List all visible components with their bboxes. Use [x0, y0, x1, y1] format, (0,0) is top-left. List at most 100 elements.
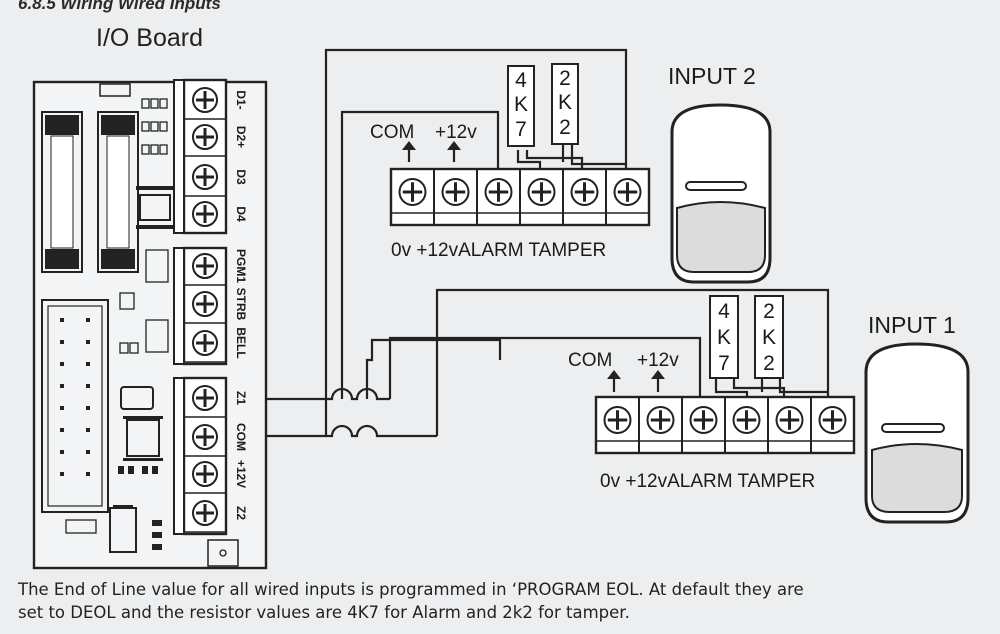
resistor-char: 7 — [718, 352, 730, 375]
screw-terminal-icon — [192, 330, 218, 356]
header-pin — [60, 318, 64, 322]
header-pin — [86, 384, 90, 388]
input2-com-arrow-icon — [402, 141, 416, 150]
header-pin — [86, 450, 90, 454]
resistor-char: 2 — [763, 300, 775, 323]
header-pin — [60, 384, 64, 388]
wires — [266, 48, 830, 438]
resistor-char: 4 — [515, 69, 527, 92]
screw-terminal-icon — [192, 201, 218, 227]
screw-terminal-icon — [192, 291, 218, 317]
fuse-left — [41, 111, 83, 273]
board-terminal-block-edge — [173, 247, 185, 365]
header-pin — [60, 362, 64, 366]
header-pin — [60, 406, 64, 410]
board-small-components — [65, 98, 171, 553]
input2-resistor-2k2: 2 K 2 — [551, 63, 579, 145]
input1-com-arrow-icon — [607, 370, 621, 379]
screw-terminal-icon — [192, 385, 218, 411]
resistor-char: K — [717, 326, 731, 349]
screw-terminal-icon — [527, 178, 556, 206]
header-pin — [86, 318, 90, 322]
pin-header — [41, 299, 109, 513]
resistor-char: K — [558, 91, 572, 114]
input1-com-label: COM — [568, 350, 612, 371]
board-terminal-label: D3 — [234, 169, 248, 185]
screw-terminal-icon — [441, 178, 470, 206]
screw-terminal-icon — [192, 164, 218, 190]
resistor-char: 2 — [763, 352, 775, 375]
board-terminal-label: STRB — [234, 288, 248, 321]
screw-terminal-icon — [192, 124, 218, 150]
screw-terminal-icon — [603, 406, 632, 434]
board-terminal-label: PGM1 — [234, 249, 248, 283]
resistor-char: 2 — [559, 67, 571, 90]
board-terminal-label: COM — [234, 423, 248, 451]
board-terminal-label: D2+ — [234, 126, 248, 148]
section-title: 6.8.5 Wiring Wired Inputs — [18, 0, 221, 13]
screw-terminal-icon — [484, 178, 513, 206]
header-pin — [86, 428, 90, 432]
header-pin — [86, 340, 90, 344]
header-pin — [60, 428, 64, 432]
input2-pir-sensor-icon — [670, 103, 772, 284]
input1-plus12-label: +12v — [637, 350, 679, 371]
header-pin — [60, 450, 64, 454]
resistor-char: 2 — [559, 116, 571, 139]
input1-terminal-block — [594, 395, 856, 455]
caption-line: The End of Line value for all wired inpu… — [18, 580, 804, 599]
resistor-char: 7 — [515, 118, 527, 141]
input1-title: INPUT 1 — [868, 312, 956, 338]
resistor-char: K — [762, 326, 776, 349]
screw-terminal-icon — [192, 253, 218, 279]
fuse-right — [97, 111, 139, 273]
screw-terminal-icon — [613, 178, 642, 206]
input1-group: INPUT 1 COM +12v 4 K 7 2 K 2 0v +12vALAR… — [568, 295, 970, 524]
screw-terminal-icon — [732, 406, 761, 434]
header-pin — [60, 472, 64, 476]
input1-pir-sensor-icon — [864, 342, 970, 524]
screw-terminal-icon — [570, 178, 599, 206]
screw-terminal-icon — [689, 406, 718, 434]
input2-plus12-arrow-icon — [447, 141, 461, 150]
input2-terminal-block — [389, 167, 651, 227]
input2-terminal-labels: 0v +12vALARM TAMPER — [391, 240, 606, 261]
screw-terminal-icon — [192, 461, 218, 487]
header-pin — [60, 340, 64, 344]
screw-terminal-icon — [398, 178, 427, 206]
input2-com-label: COM — [370, 122, 414, 143]
header-pin — [86, 406, 90, 410]
header-pin — [86, 472, 90, 476]
board-terminal-block-edge — [173, 79, 185, 234]
board-terminal-label: Z1 — [234, 391, 248, 405]
screw-terminal-icon — [192, 500, 218, 526]
screw-terminal-icon — [192, 424, 218, 450]
input2-group: INPUT 2 COM +12v 4 K 7 2 K 2 0v +12vALAR… — [370, 63, 772, 284]
board-terminal-label: Z2 — [234, 506, 248, 520]
input1-terminal-labels: 0v +12vALARM TAMPER — [600, 471, 815, 492]
board-terminal-label: BELL — [234, 327, 248, 358]
screw-terminal-icon — [192, 87, 218, 113]
input1-resistor-2k2: 2 K 2 — [754, 295, 784, 379]
board-terminal-label: D4 — [234, 206, 248, 222]
board-terminal-block-edge — [173, 377, 185, 535]
input2-title: INPUT 2 — [668, 63, 756, 89]
resistor-char: 4 — [718, 300, 730, 323]
input2-resistor-4k7: 4 K 7 — [507, 65, 535, 147]
header-pin — [86, 362, 90, 366]
caption-line: set to DEOL and the resistor values are … — [18, 603, 630, 622]
input1-resistor-4k7: 4 K 7 — [709, 295, 739, 379]
io-board-title: I/O Board — [96, 24, 203, 52]
caption: The End of Line value for all wired inpu… — [18, 578, 988, 624]
screw-terminal-icon — [818, 406, 847, 434]
resistor-char: K — [514, 93, 528, 116]
input2-plus12-label: +12v — [435, 122, 477, 143]
board-terminal-label: +12V — [234, 460, 248, 488]
screw-terminal-icon — [775, 406, 804, 434]
board-terminal-label: D1- — [234, 90, 248, 109]
input1-plus12-arrow-icon — [651, 370, 665, 379]
screw-terminal-icon — [646, 406, 675, 434]
